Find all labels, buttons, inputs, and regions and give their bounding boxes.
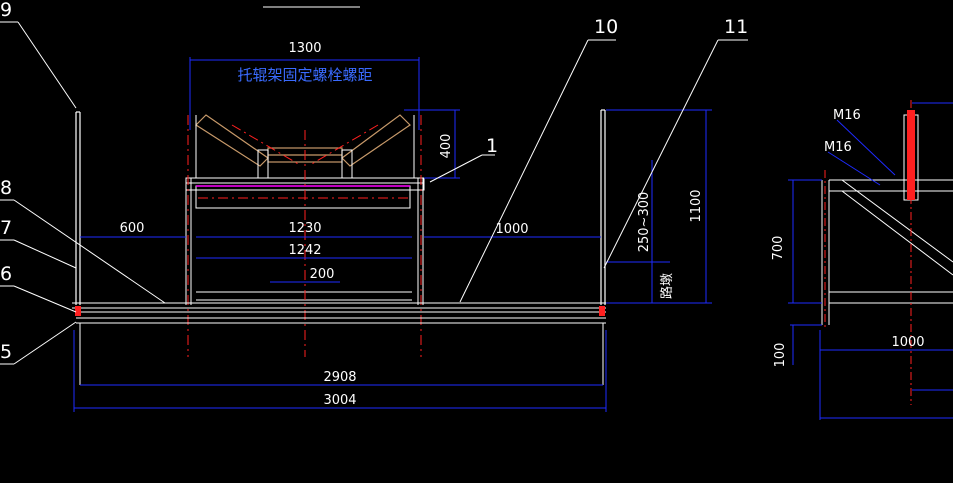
side-dims (788, 102, 953, 420)
dim-3004-label: 3004 (323, 393, 356, 408)
m16-mid-label: M16 (824, 140, 852, 155)
balloon-1-leader (429, 154, 495, 183)
balloon-7: 7 (0, 217, 12, 239)
dim-600-label: 600 (120, 221, 145, 236)
base-beam (72, 302, 606, 385)
balloon-11: 11 (724, 16, 748, 38)
dim-700-label: 700 (771, 236, 786, 261)
dimension-1300 (189, 57, 420, 130)
balloon-9: 9 (0, 0, 12, 21)
dim-2908-label: 2908 (323, 370, 356, 385)
right-post (600, 109, 606, 305)
balloon-10: 10 (594, 16, 618, 38)
dimension-400 (404, 109, 460, 179)
dim-stub-label: 路墩 (659, 273, 675, 299)
dim-1242-label: 1242 (288, 243, 321, 258)
balloon-6: 6 (0, 263, 12, 285)
dim-1000-label: 1000 (495, 222, 528, 237)
dimension-1100 (606, 109, 712, 304)
dim-200-label: 200 (310, 267, 335, 282)
dim-100-label: 100 (773, 343, 788, 368)
m16-top-label: M16 (833, 108, 861, 123)
dimension-2908 (73, 330, 607, 412)
roller-brackets (195, 115, 415, 179)
centerlines (187, 115, 422, 357)
trough-rollers (195, 114, 411, 167)
balloon-1: 1 (486, 135, 498, 157)
side-centerlines (824, 100, 912, 405)
dim-1230-label: 1230 (288, 221, 321, 236)
left-balloon-leaders (0, 21, 166, 365)
side-view (821, 114, 953, 325)
dimension-1230 (196, 236, 412, 283)
dim-1100-label: 1100 (689, 189, 704, 222)
dim-1000-side-label: 1000 (891, 335, 924, 350)
bolt-spacing-note: 托辊架固定螺栓螺距 (237, 66, 372, 84)
base-bolts (75, 306, 605, 316)
dim-400-label: 400 (439, 134, 454, 159)
dim-1300-label: 1300 (288, 41, 321, 56)
balloon-11-leader (603, 39, 748, 269)
balloon-10-leader (459, 39, 616, 303)
left-post (75, 111, 81, 305)
dim-250-300-label: 250~300 (637, 192, 652, 253)
balloon-8: 8 (0, 177, 12, 199)
balloon-5: 5 (0, 341, 12, 363)
